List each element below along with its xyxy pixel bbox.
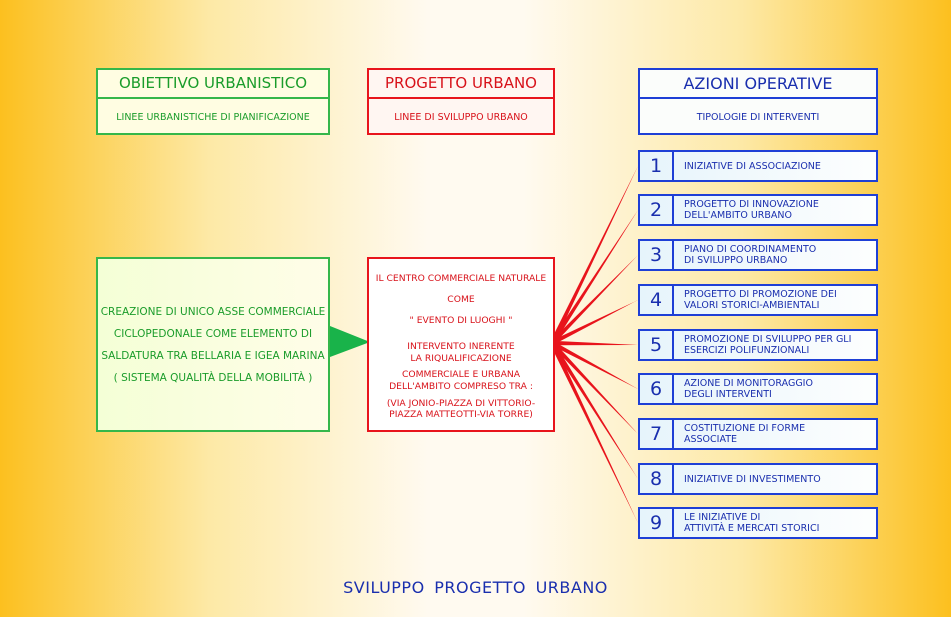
action-item-2: 2 PROGETTO DI INNOVAZIONE DELL'AMBITO UR… bbox=[638, 194, 878, 226]
action-number: 8 bbox=[640, 465, 674, 493]
action-label: INIZIATIVE DI ASSOCIAZIONE bbox=[684, 160, 821, 172]
connector-ray bbox=[550, 341, 638, 389]
action-item-9: 9 LE INIZIATIVE DI ATTIVITÀ E MERCATI ST… bbox=[638, 507, 878, 539]
objective-subtitle: LINEE URBANISTICHE DI PIANIFICAZIONE bbox=[116, 112, 310, 123]
project-line: LA RIQUALIFICAZIONE bbox=[410, 353, 512, 364]
project-line: DELL'AMBITO COMPRESO TRA : bbox=[389, 381, 533, 392]
action-number: 9 bbox=[640, 509, 674, 537]
project-line: PIAZZA MATTEOTTI-VIA TORRE) bbox=[389, 409, 533, 420]
connector-ray bbox=[550, 210, 638, 345]
objective-title: OBIETTIVO URBANISTICO bbox=[98, 70, 328, 99]
action-number: 5 bbox=[640, 331, 674, 359]
action-number: 7 bbox=[640, 420, 674, 448]
action-item-8: 8 INIZIATIVE DI INVESTIMENTO bbox=[638, 463, 878, 495]
project-line: COME bbox=[447, 294, 475, 305]
action-item-5: 5 PROMOZIONE DI SVILUPPO PER GLI ESERCIZ… bbox=[638, 329, 878, 361]
action-label: INIZIATIVE DI INVESTIMENTO bbox=[684, 473, 821, 485]
arrow-head bbox=[330, 326, 370, 357]
objective-line: SALDATURA TRA BELLARIA E IGEA MARINA bbox=[101, 349, 325, 362]
action-number: 6 bbox=[640, 375, 674, 403]
action-number: 1 bbox=[640, 152, 674, 180]
project-line: IL CENTRO COMMERCIALE NATURALE bbox=[375, 273, 547, 284]
objective-line: CREAZIONE DI UNICO ASSE COMMERCIALE bbox=[100, 305, 326, 318]
action-number: 3 bbox=[640, 241, 674, 269]
project-line: INTERVENTO INERENTE bbox=[407, 341, 515, 352]
red-connector-lines bbox=[550, 166, 638, 523]
action-number: 2 bbox=[640, 196, 674, 224]
page-footer-title: SVILUPPO PROGETTO URBANO bbox=[343, 578, 608, 597]
project-subtitle: LINEE DI SVILUPPO URBANO bbox=[394, 112, 528, 123]
connector-ray bbox=[550, 341, 638, 434]
objective-header: OBIETTIVO URBANISTICO LINEE URBANISTICHE… bbox=[96, 68, 330, 135]
project-line: COMMERCIALE E URBANA bbox=[401, 369, 521, 380]
connector-ray bbox=[550, 342, 638, 523]
action-label: LE INIZIATIVE DI ATTIVITÀ E MERCATI STOR… bbox=[684, 512, 820, 534]
action-label: PROMOZIONE DI SVILUPPO PER GLI ESERCIZI … bbox=[684, 334, 852, 356]
actions-subtitle: TIPOLOGIE DI INTERVENTI bbox=[696, 112, 820, 123]
actions-header: AZIONI OPERATIVE TIPOLOGIE DI INTERVENTI bbox=[638, 68, 878, 135]
action-item-3: 3 PIANO DI COORDINAMENTO DI SVILUPPO URB… bbox=[638, 239, 878, 271]
project-box: IL CENTRO COMMERCIALE NATURALE COME " EV… bbox=[367, 257, 555, 432]
connector-ray bbox=[551, 340, 638, 346]
project-header: PROGETTO URBANO LINEE DI SVILUPPO URBANO bbox=[367, 68, 555, 135]
objective-line: ( SISTEMA QUALITÀ DELLA MOBILITÀ ) bbox=[113, 371, 313, 384]
action-label: COSTITUZIONE DI FORME ASSOCIATE bbox=[684, 423, 806, 445]
project-line: (VIA JONIO-PIAZZA DI VITTORIO- bbox=[386, 398, 536, 409]
action-label: PROGETTO DI PROMOZIONE DEI VALORI STORIC… bbox=[684, 289, 837, 311]
connector-ray bbox=[551, 300, 638, 345]
action-item-6: 6 AZIONE DI MONITORAGGIO DEGLI INTERVENT… bbox=[638, 373, 878, 405]
action-item-1: 1 INIZIATIVE DI ASSOCIAZIONE bbox=[638, 150, 878, 182]
action-label: PIANO DI COORDINAMENTO DI SVILUPPO URBAN… bbox=[684, 244, 817, 266]
action-item-4: 4 PROGETTO DI PROMOZIONE DEI VALORI STOR… bbox=[638, 284, 878, 316]
objective-line: CICLOPEDONALE COME ELEMENTO DI bbox=[113, 327, 313, 340]
action-label: PROGETTO DI INNOVAZIONE DELL'AMBITO URBA… bbox=[684, 199, 819, 221]
action-number: 4 bbox=[640, 286, 674, 314]
action-item-7: 7 COSTITUZIONE DI FORME ASSOCIATE bbox=[638, 418, 878, 450]
objective-box: CREAZIONE DI UNICO ASSE COMMERCIALE CICL… bbox=[96, 257, 330, 432]
connector-ray bbox=[550, 255, 638, 345]
action-label: AZIONE DI MONITORAGGIO DEGLI INTERVENTI bbox=[684, 378, 813, 400]
project-title: PROGETTO URBANO bbox=[369, 70, 553, 99]
project-line: " EVENTO DI LUOGHI " bbox=[409, 315, 513, 326]
actions-title: AZIONI OPERATIVE bbox=[640, 70, 876, 99]
connector-ray bbox=[550, 166, 638, 344]
connector-ray bbox=[550, 341, 638, 479]
